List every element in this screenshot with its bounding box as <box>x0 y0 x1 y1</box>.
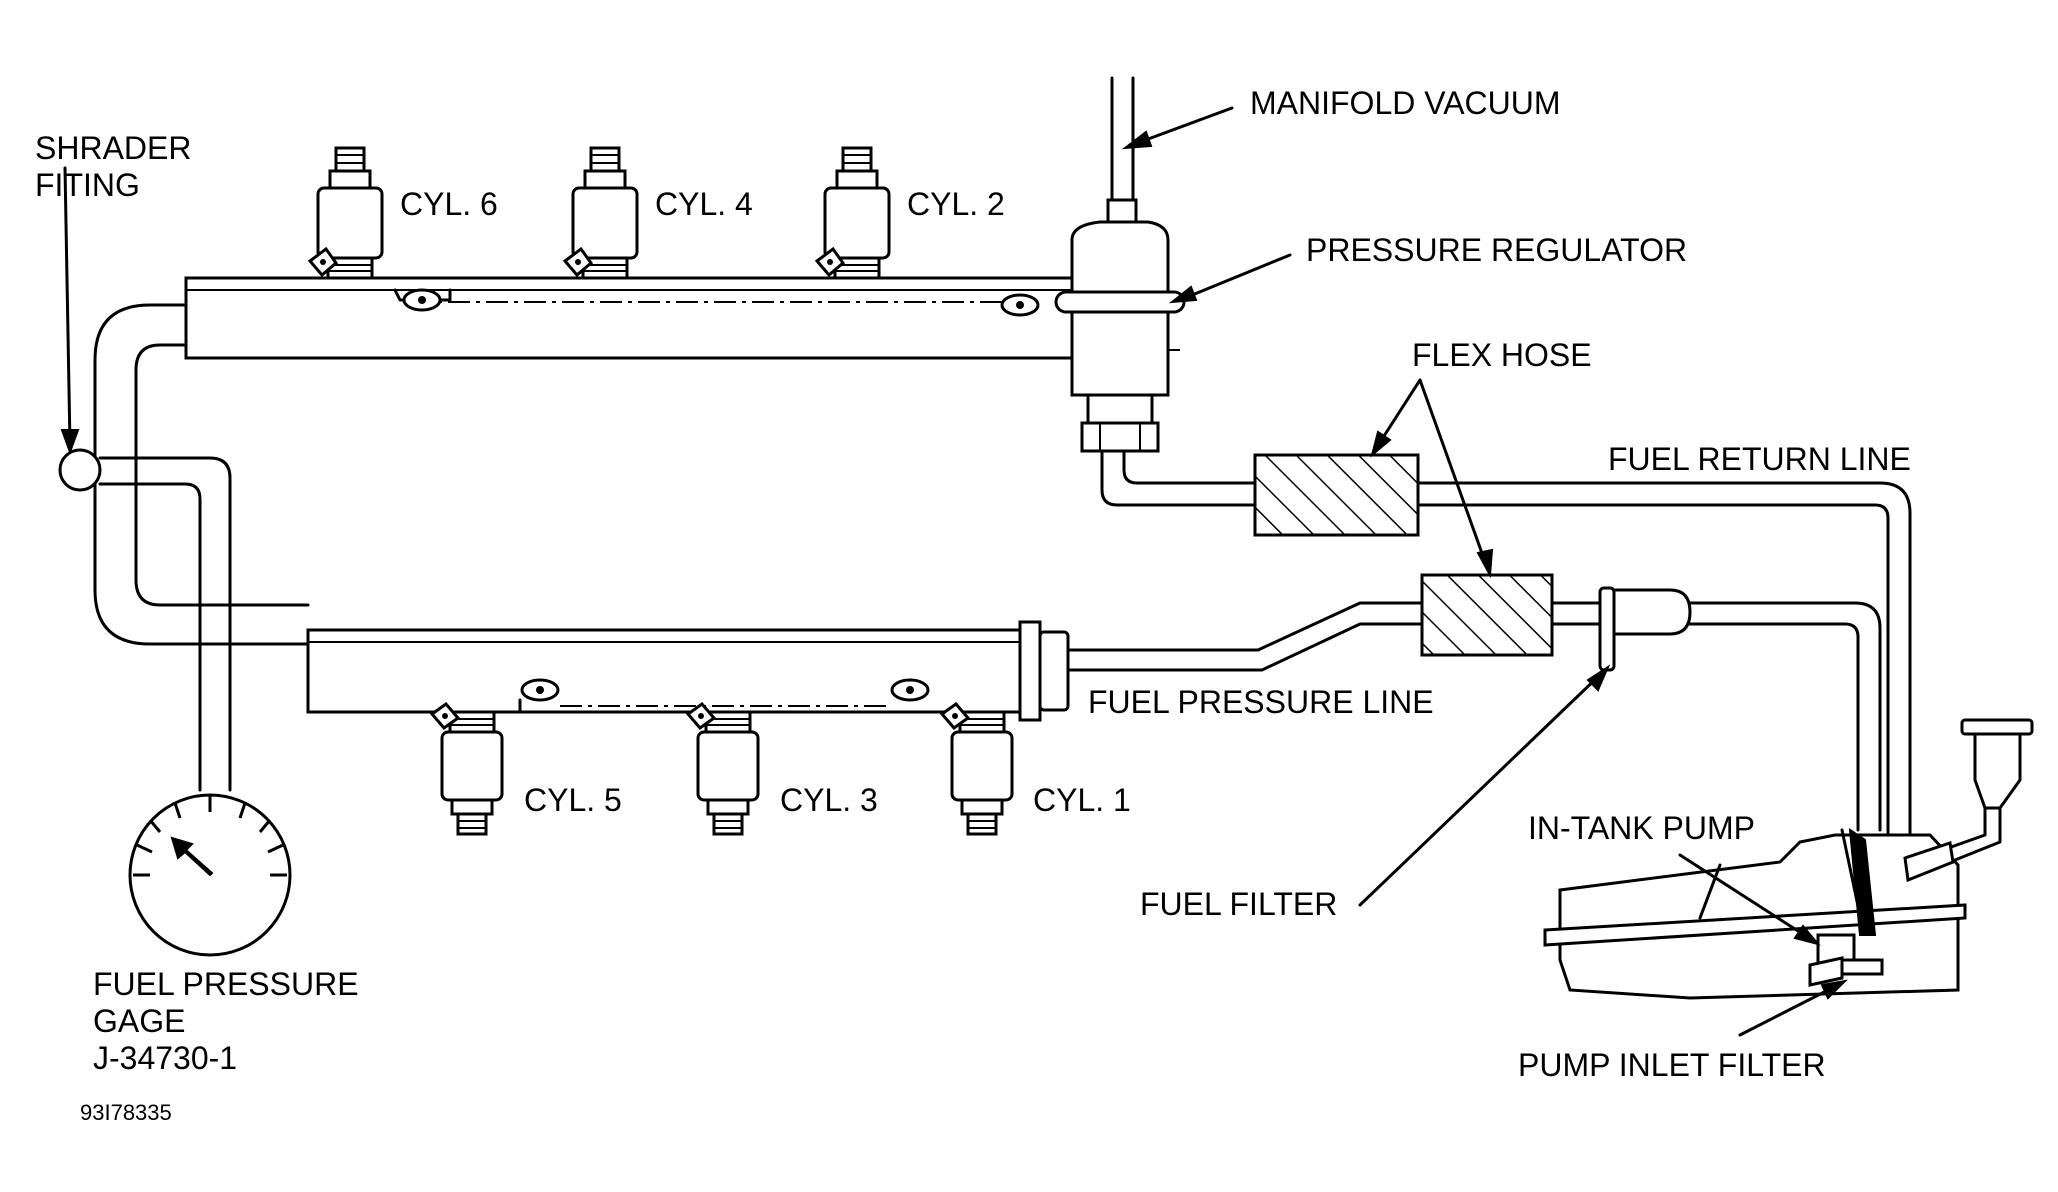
label-fuel-pressure-line: FUEL PRESSURE LINE <box>1088 684 1434 720</box>
upper-fuel-rail <box>184 276 1078 360</box>
label-gage-line2: GAGE <box>93 1003 186 1039</box>
label-flex-hose: FLEX HOSE <box>1412 337 1592 373</box>
injector-cyl-3 <box>686 702 760 836</box>
label-cyl-2: CYL. 2 <box>907 186 1005 222</box>
pressure-regulator <box>1054 76 1186 453</box>
label-fuel-filter: FUEL FILTER <box>1140 886 1338 922</box>
flex-hose-pressure <box>1420 573 1554 657</box>
fuel-tank <box>1543 718 2034 1000</box>
fuel-filter <box>1598 586 1692 672</box>
label-pump-inlet-filter: PUMP INLET FILTER <box>1518 1047 1826 1083</box>
label-shrader-fitting-line2: FITING <box>35 167 140 203</box>
lower-fuel-rail <box>306 620 1070 722</box>
injector-cyl-1 <box>940 702 1014 836</box>
fuel-pressure-gauge <box>128 793 292 957</box>
injector-cyl-4 <box>563 146 639 280</box>
fuel-pressure-line <box>1066 601 1882 832</box>
fuel-return-line <box>1100 449 1912 847</box>
flex-hose-return <box>1253 453 1420 537</box>
injector-cyl-2 <box>815 146 891 280</box>
label-pressure-regulator: PRESSURE REGULATOR <box>1306 232 1688 268</box>
label-gage-line3: J-34730-1 <box>93 1040 238 1076</box>
label-cyl-3: CYL. 3 <box>780 782 878 818</box>
crossover-line <box>58 303 310 792</box>
label-gage-line1: FUEL PRESSURE <box>93 966 359 1002</box>
label-in-tank-pump: IN-TANK PUMP <box>1528 810 1755 846</box>
label-cyl-5: CYL. 5 <box>524 782 622 818</box>
label-cyl-4: CYL. 4 <box>655 186 753 222</box>
label-shrader-fitting-line1: SHRADER <box>35 130 192 166</box>
label-cyl-6: CYL. 6 <box>400 186 498 222</box>
label-cyl-1: CYL. 1 <box>1033 782 1131 818</box>
label-fuel-return-line: FUEL RETURN LINE <box>1608 441 1911 477</box>
injector-cyl-5 <box>430 702 504 836</box>
injector-cyl-6 <box>308 146 384 280</box>
label-manifold-vacuum: MANIFOLD VACUUM <box>1250 85 1561 121</box>
figure-id: 93I78335 <box>80 1100 172 1125</box>
leader-lines <box>60 106 1848 1037</box>
